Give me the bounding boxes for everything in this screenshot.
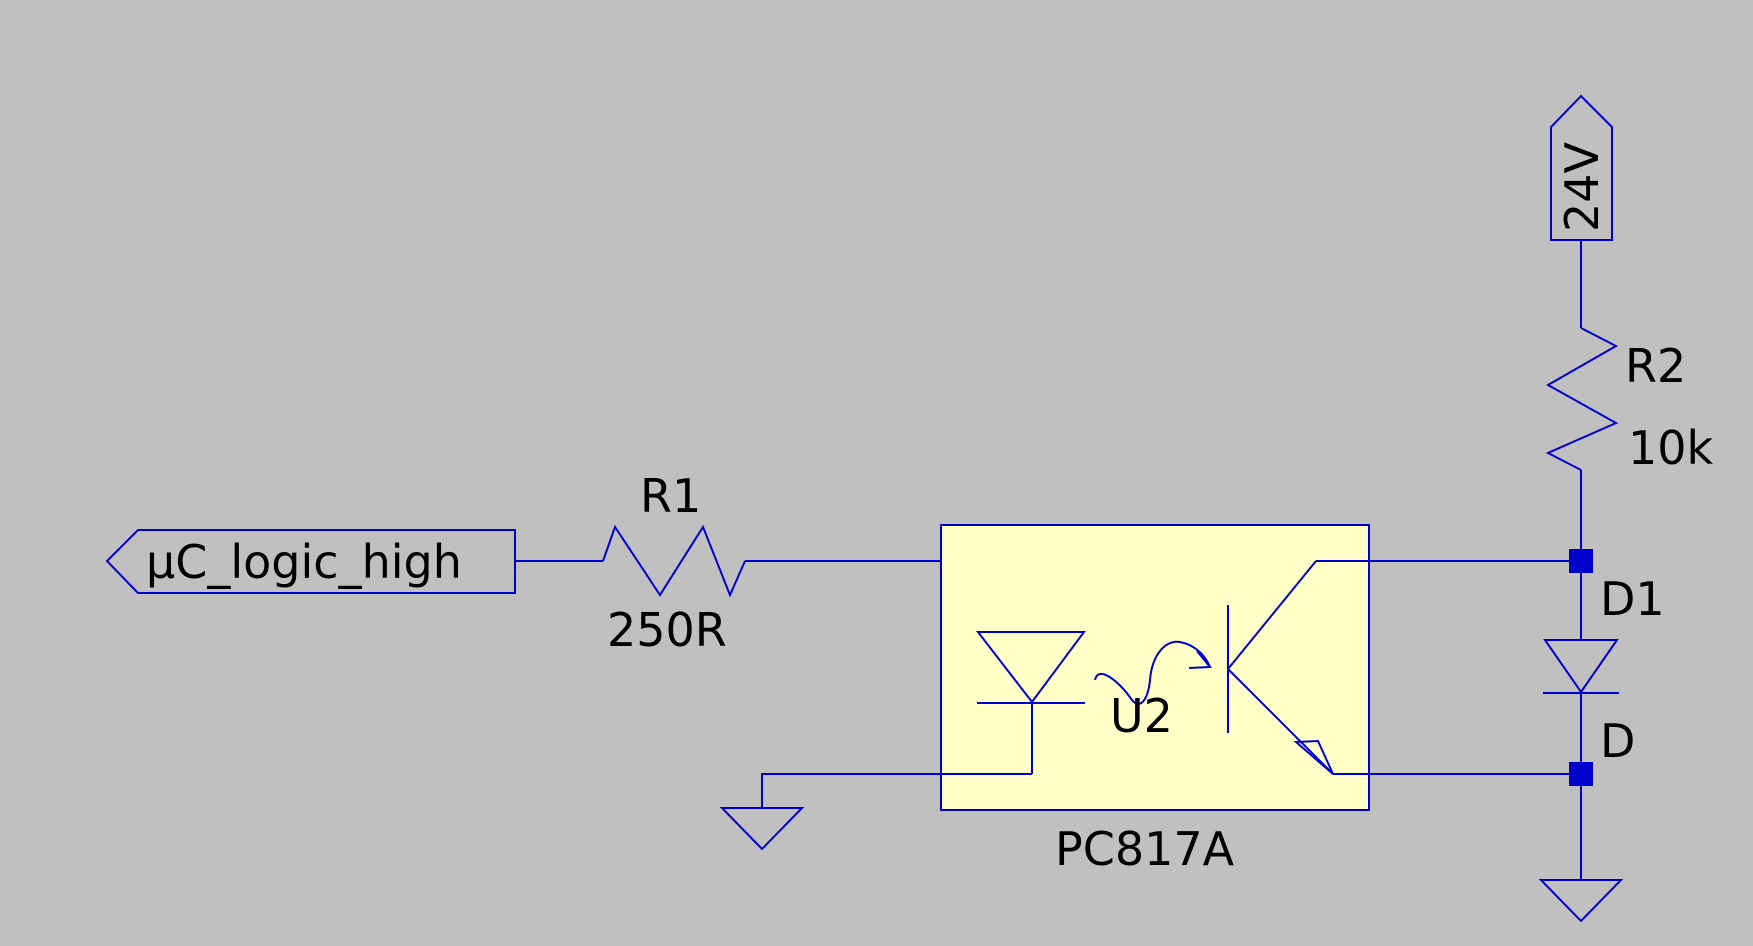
supply-net-label-text: 24V <box>1555 141 1609 232</box>
resistor-r1[interactable]: R1 250R <box>602 469 746 657</box>
resistor-icon <box>602 524 746 598</box>
ground-icon <box>1538 879 1624 923</box>
u2-value-label: PC817A <box>1055 822 1235 876</box>
wire-led-ground <box>761 773 1032 808</box>
phototransistor-icon <box>1227 560 1334 775</box>
resistor-r2[interactable]: R2 10k <box>1545 327 1714 475</box>
light-emission-icon <box>1094 640 1213 705</box>
diode-icon <box>1543 639 1619 694</box>
r1-value-label: 250R <box>607 603 727 657</box>
u2-ref-label: U2 <box>1110 689 1173 743</box>
led-icon <box>975 631 1086 774</box>
junction-node-collector <box>1569 549 1593 573</box>
optocoupler-u2[interactable]: U2 PC817A <box>940 524 1370 876</box>
optocoupler-body <box>940 524 1370 811</box>
input-net-label[interactable]: µC_logic_high <box>105 529 516 594</box>
ground-icon <box>719 807 805 851</box>
d1-value-label: D <box>1600 714 1635 768</box>
junction-node-emitter <box>1569 762 1593 786</box>
r2-value-label: 10k <box>1628 421 1714 475</box>
supply-net-label[interactable]: 24V <box>1550 94 1613 241</box>
input-net-label-text: µC_logic_high <box>146 535 462 589</box>
r1-ref-label: R1 <box>640 469 701 523</box>
resistor-icon <box>1545 327 1619 471</box>
diode-d1[interactable]: D1 D <box>1543 572 1665 768</box>
r2-ref-label: R2 <box>1625 339 1686 393</box>
d1-ref-label: D1 <box>1600 572 1665 626</box>
